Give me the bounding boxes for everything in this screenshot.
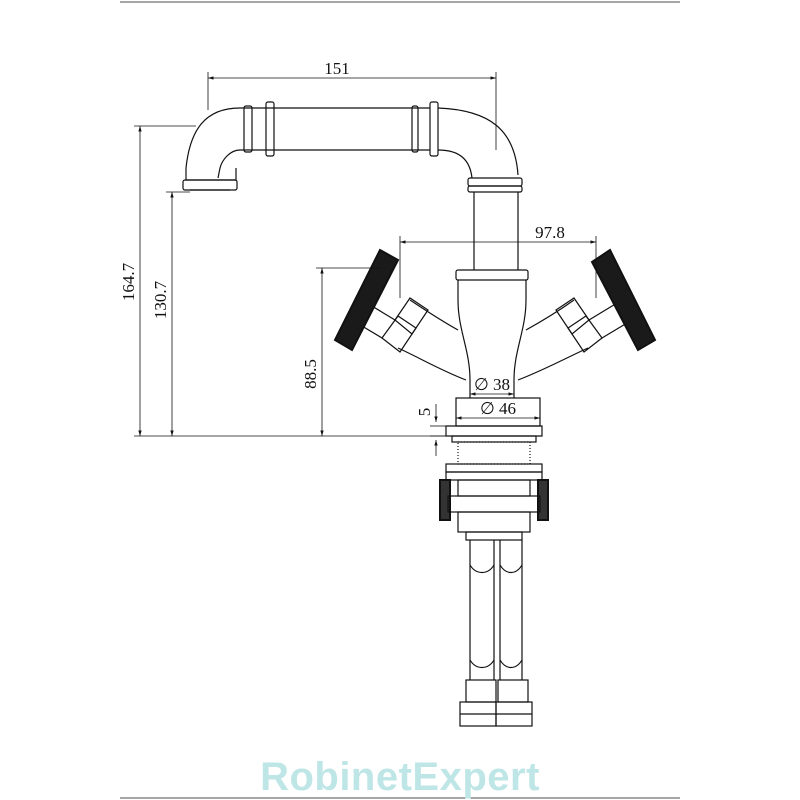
right-handle <box>590 248 657 352</box>
faucet-body <box>445 269 543 437</box>
dimension-lines <box>134 72 597 456</box>
mounting-shank <box>439 435 549 541</box>
brand-watermark: RobinetExpert <box>260 755 540 799</box>
left-handle <box>333 248 400 352</box>
dim-handle-height: 88.5 <box>301 359 320 389</box>
dim-base-thickness: 5 <box>415 408 434 417</box>
dim-spout-height: 130.7 <box>151 280 170 319</box>
dim-spout-reach: 151 <box>324 59 350 78</box>
dim-handle-span: 97.8 <box>535 223 565 242</box>
supply-hoses <box>459 540 533 727</box>
dim-inner-diameter: ∅ 38 <box>474 375 510 394</box>
faucet-spout <box>182 101 523 270</box>
dim-outer-diameter: ∅ 46 <box>480 399 516 418</box>
left-valve-arm <box>333 248 467 381</box>
dim-total-height: 164.7 <box>119 262 138 301</box>
right-valve-arm <box>517 248 657 381</box>
